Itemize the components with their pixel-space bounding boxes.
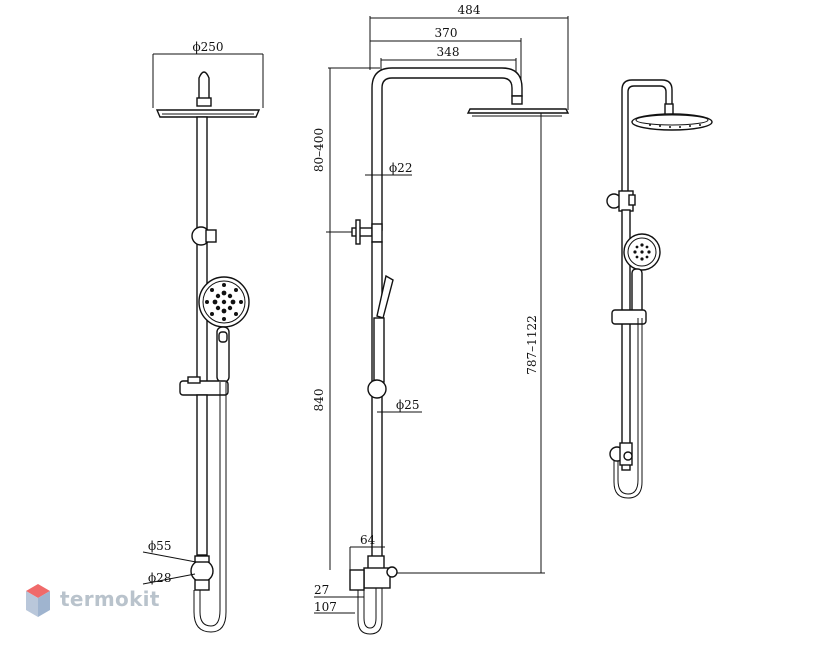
logo-wordmark: termokit — [60, 587, 160, 611]
bottom-107-label: 107 — [314, 600, 337, 614]
termokit-logo-mark — [26, 584, 50, 617]
front-head-diameter-label: ϕ250 — [192, 40, 223, 54]
front-view: ϕ250 — [142, 40, 264, 633]
side-diverter-lever — [351, 227, 373, 237]
front-mixer-valve — [190, 559, 214, 583]
front-arm-top — [198, 71, 210, 100]
head-height-range-label: 787–1122 — [525, 315, 539, 374]
side-arm — [371, 67, 523, 231]
rail-height-label: 840 — [312, 389, 326, 412]
total-width-label: 484 — [458, 3, 481, 17]
perspective-view — [606, 79, 713, 499]
connector-diameter-label: ϕ28 — [148, 571, 171, 585]
side-mixer-bracket — [349, 569, 365, 591]
arm-height-range-label: 80–400 — [312, 128, 326, 172]
front-arm-nut — [196, 97, 212, 107]
arm-width-label: 370 — [435, 26, 458, 40]
outlet-offset-label: 64 — [360, 533, 376, 547]
rail-diameter-label: ϕ25 — [396, 398, 419, 412]
side-rail — [371, 241, 383, 558]
persp-shower-head — [631, 113, 713, 131]
bottom-27-label: 27 — [314, 583, 329, 597]
persp-arm — [621, 79, 673, 201]
pipe-diameter-label: ϕ22 — [389, 161, 412, 175]
front-slider — [179, 380, 229, 396]
persp-slider — [611, 309, 647, 325]
front-hose — [199, 382, 221, 627]
persp-rail — [621, 209, 631, 471]
front-upper-pipe — [196, 116, 208, 388]
side-view: 484 370 348 80–400 840 ϕ22 ϕ2 — [312, 3, 570, 635]
front-hand-shower-nozzles — [205, 283, 243, 321]
valve-diameter-label: ϕ55 — [148, 539, 171, 553]
side-shower-head — [466, 108, 570, 114]
front-rail — [196, 394, 208, 556]
arm-inner-label: 348 — [437, 45, 460, 59]
side-mixer-body — [363, 567, 391, 589]
side-slider — [367, 379, 387, 399]
front-diverter-lever — [205, 229, 217, 243]
side-arm-nut — [511, 95, 523, 105]
